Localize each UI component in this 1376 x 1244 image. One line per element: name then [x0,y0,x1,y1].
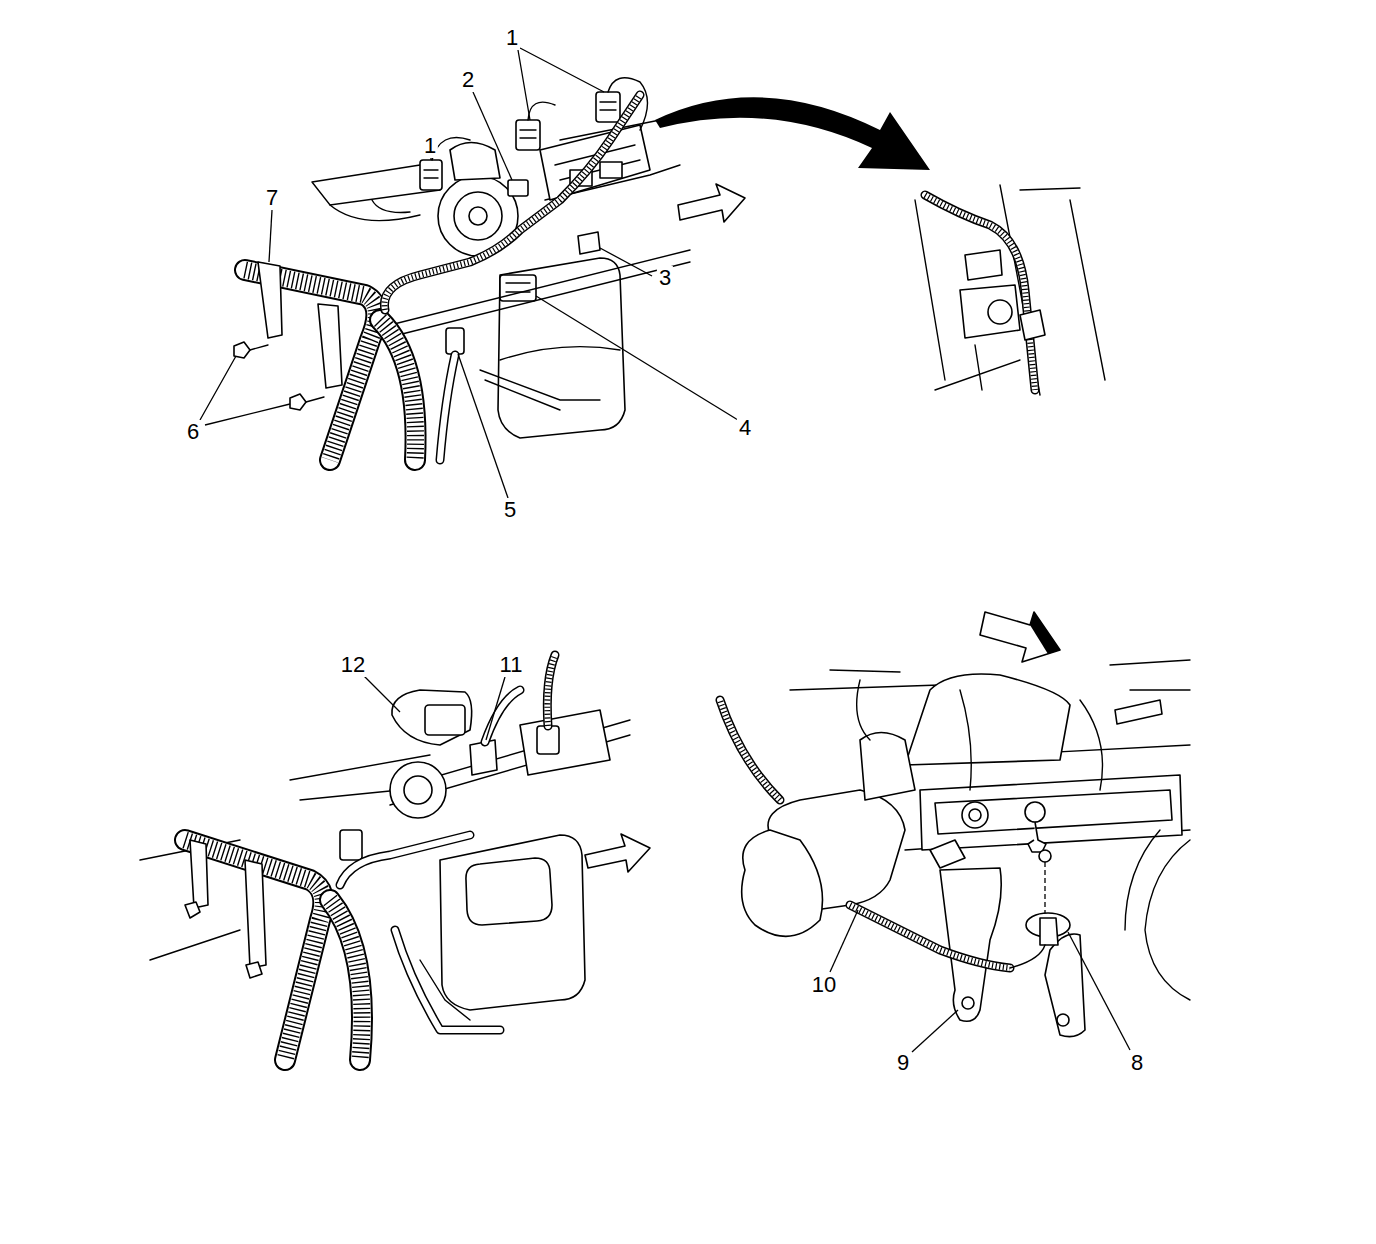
callout-number: 5 [502,498,518,522]
callout-number: 9 [895,1051,911,1075]
leader-lines [200,48,1130,1052]
callout-number: 4 [737,416,753,440]
callout-number: 1 [422,134,438,158]
callout-number: 7 [264,186,280,210]
inset-detail [915,185,1105,395]
callout-number: 12 [339,653,367,677]
callout-number: 11 [498,653,525,677]
callout-number: 6 [185,420,201,444]
callout-number: 2 [460,68,476,92]
exhaust-underbody-view [720,612,1190,1037]
callout-number: 10 [810,973,838,997]
callout-number: 3 [657,266,673,290]
callout-number: 8 [1129,1051,1145,1075]
engine-installed-view [140,655,650,1060]
callout-number: 1 [504,26,520,50]
engine-top-view [234,78,930,460]
